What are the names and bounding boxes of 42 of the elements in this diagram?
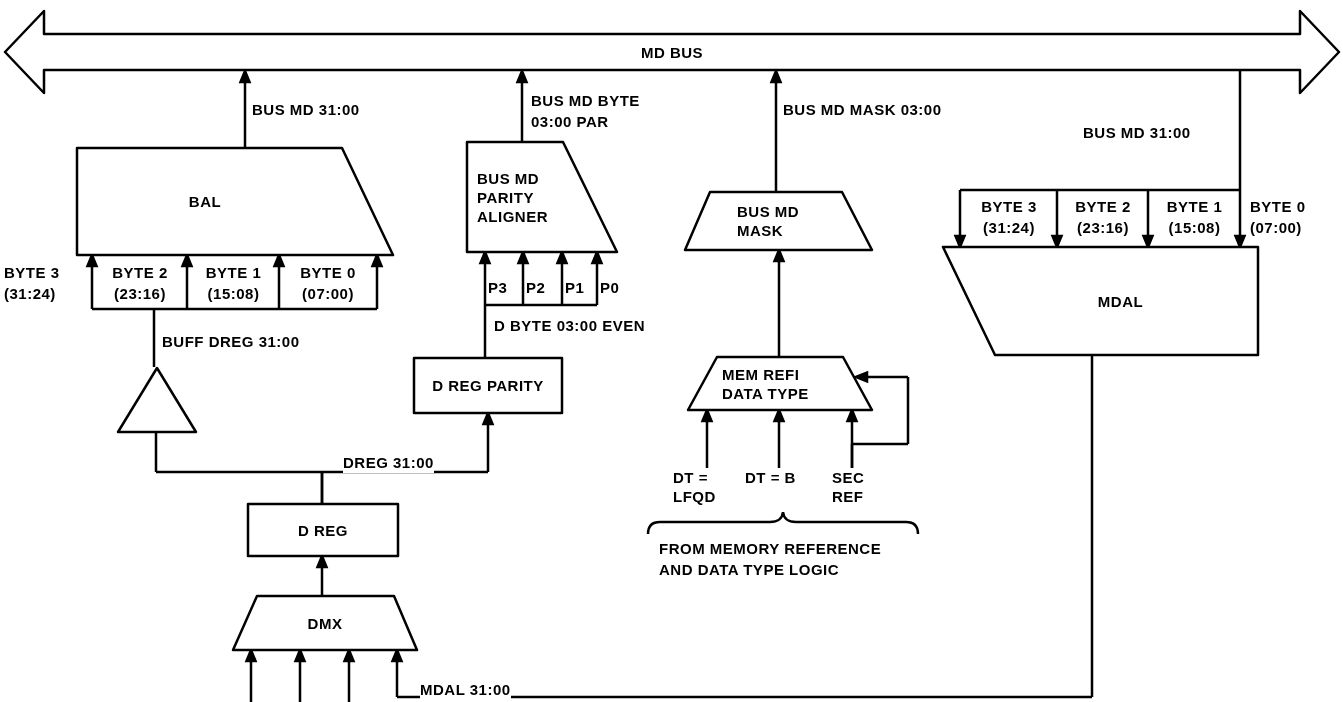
- register-box: D REG PARITY: [414, 358, 562, 413]
- signal-label: DT = LFQD: [673, 468, 725, 514]
- signal-label: P1: [565, 278, 586, 298]
- connector-arrow: [86, 253, 384, 369]
- signal-label: SEC REF: [832, 468, 880, 514]
- connector-arrow: [953, 69, 1246, 249]
- connector-arrow: [391, 353, 1094, 699]
- bus-arrow: MD BUS: [4, 10, 1340, 94]
- signal-label: BYTE 3 (31:24): [4, 263, 61, 304]
- connector-arrow: [773, 248, 786, 359]
- signal-label: BYTE 3 (31:24): [980, 197, 1038, 238]
- connector-arrow: [701, 408, 714, 470]
- buffer-triangle: [117, 367, 197, 433]
- signal-label: BYTE 2 (23:16): [111, 263, 169, 304]
- signal-label: DT = B: [745, 468, 817, 492]
- signal-label: BYTE 1 (15:08): [204, 263, 263, 304]
- mask-block: BUS MD MASK: [685, 192, 872, 250]
- connector-arrow: [770, 69, 783, 194]
- connector-arrow: [479, 250, 604, 360]
- signal-label: P3: [488, 278, 509, 298]
- logic-block: MEM REFI DATA TYPE: [688, 357, 872, 410]
- connector-arrow: [343, 648, 356, 702]
- multiplexer-block: DMX: [233, 596, 417, 650]
- register-box: D REG: [248, 504, 398, 556]
- signal-label: BYTE 1 (15:08): [1165, 197, 1224, 238]
- aligner-block: BUS MD PARITY ALIGNER: [467, 142, 617, 252]
- connector-arrow: [239, 69, 252, 150]
- connector-arrow: [320, 411, 495, 506]
- signal-label: P0: [600, 278, 621, 298]
- connector-arrow: [850, 370, 910, 470]
- connector-arrow: [294, 648, 307, 702]
- signal-label: P2: [526, 278, 547, 298]
- aligner-block: BAL: [77, 148, 393, 255]
- signal-label: BYTE 0 (07:00): [1250, 197, 1307, 238]
- signal-label: BYTE 2 (23:16): [1074, 197, 1132, 238]
- signal-label: FROM MEMORY REFERENCE AND DATA TYPE LOGIC: [659, 539, 883, 580]
- connector-arrow: [773, 408, 786, 470]
- aligner-block: MDAL: [943, 247, 1258, 355]
- connector-arrow: [516, 69, 529, 144]
- signal-label: BYTE 0 (07:00): [299, 263, 357, 304]
- connector-arrow: [245, 648, 258, 702]
- connector-arrow: [316, 554, 329, 598]
